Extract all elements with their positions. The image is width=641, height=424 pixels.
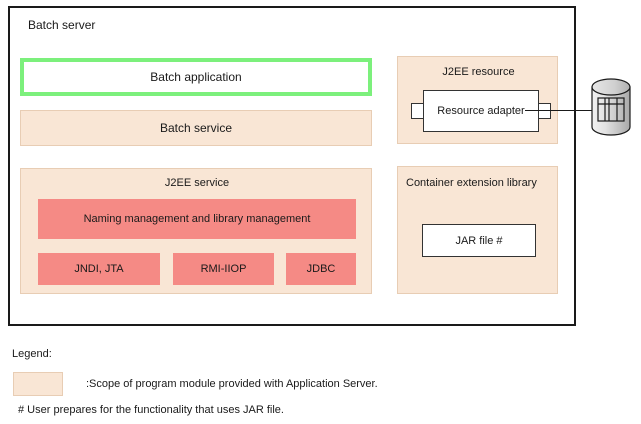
resource-adapter-to-database-connector bbox=[525, 110, 594, 111]
resource-adapter-label: Resource adapter bbox=[437, 105, 525, 117]
container-extension-library-panel: Container extension library JAR file # bbox=[397, 166, 558, 294]
naming-management-box: Naming management and library management bbox=[38, 199, 356, 239]
resource-adapter-box: Resource adapter bbox=[423, 90, 539, 132]
api-box-jdbc: JDBC bbox=[286, 253, 356, 285]
batch-application-label: Batch application bbox=[150, 70, 242, 84]
database-cylinder-icon bbox=[590, 78, 632, 136]
api-box-rmi-iiop: RMI-IIOP bbox=[173, 253, 274, 285]
j2ee-resource-panel: J2EE resource Resource adapter bbox=[397, 56, 558, 144]
j2ee-service-panel: J2EE service Naming management and libra… bbox=[20, 168, 372, 294]
footnote: # User prepares for the functionality th… bbox=[18, 404, 284, 416]
jar-file-box: JAR file # bbox=[422, 224, 536, 257]
api-box-jdbc-label: JDBC bbox=[306, 263, 336, 275]
resource-adapter-wrap: Resource adapter bbox=[411, 90, 551, 132]
j2ee-resource-title: J2EE resource bbox=[442, 66, 515, 78]
legend-color-swatch bbox=[13, 372, 63, 396]
naming-management-label: Naming management and library management bbox=[83, 213, 311, 225]
batch-application-box: Batch application bbox=[20, 58, 372, 96]
container-extension-library-title: Container extension library bbox=[406, 177, 537, 189]
api-box-jndi-jta-label: JNDI, JTA bbox=[74, 263, 124, 275]
legend-description: :Scope of program module provided with A… bbox=[86, 378, 378, 390]
batch-service-box: Batch service bbox=[20, 110, 372, 146]
api-box-rmi-iiop-label: RMI-IIOP bbox=[200, 263, 247, 275]
api-box-jndi-jta: JNDI, JTA bbox=[38, 253, 160, 285]
legend-title: Legend: bbox=[12, 348, 52, 360]
batch-service-label: Batch service bbox=[159, 121, 233, 135]
batch-server-title: Batch server bbox=[28, 18, 96, 32]
resource-adapter-right-connector-icon bbox=[538, 103, 551, 119]
jar-file-label: JAR file # bbox=[455, 234, 503, 247]
j2ee-service-title: J2EE service bbox=[164, 177, 230, 189]
resource-adapter-left-connector-icon bbox=[411, 103, 424, 119]
